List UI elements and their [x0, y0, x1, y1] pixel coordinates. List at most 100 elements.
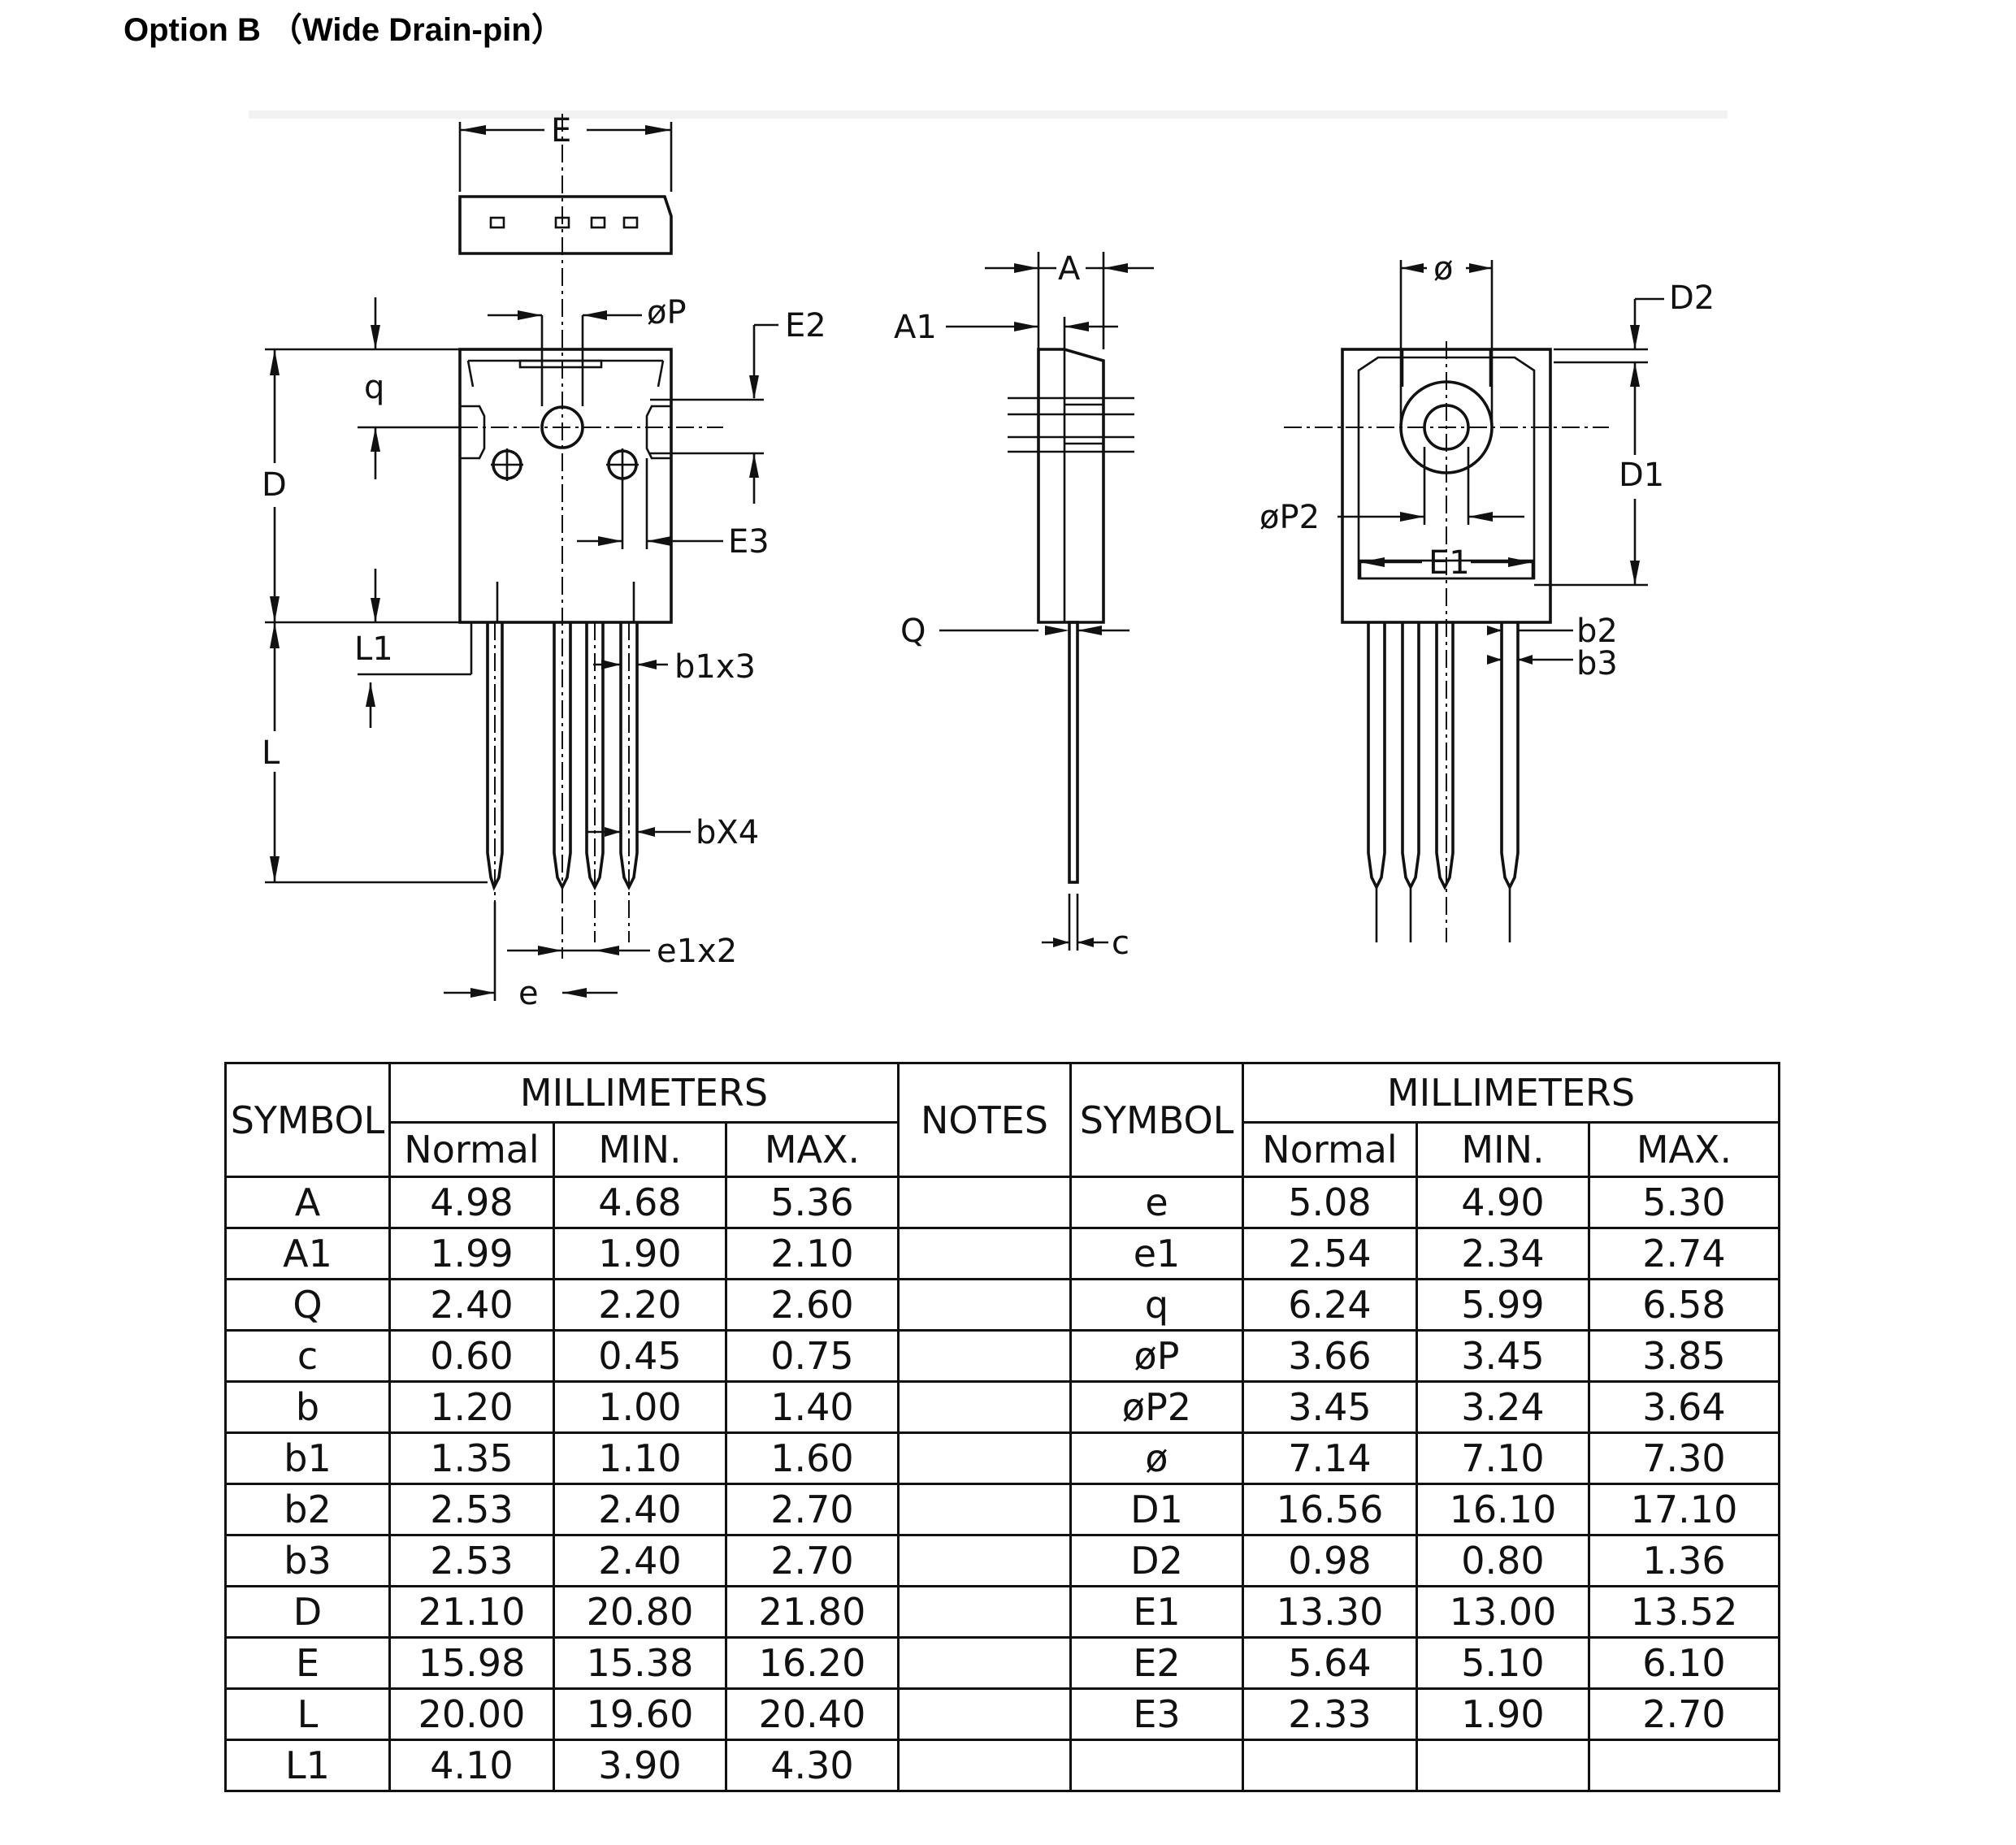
lead-2 — [553, 622, 572, 891]
notes-header: NOTES — [897, 1062, 1072, 1178]
right-max-cell: 6.10 — [1588, 1636, 1780, 1690]
right-symbol-cell: e1 — [1069, 1227, 1244, 1280]
symbol-header-left: SYMBOL — [224, 1062, 391, 1178]
left-max-cell: 0.75 — [725, 1329, 900, 1383]
right-normal-cell: 2.54 — [1242, 1227, 1418, 1280]
left-symbol-cell: Q — [224, 1278, 391, 1332]
right-max-cell: 6.58 — [1588, 1278, 1780, 1332]
right-min-cell: 0.80 — [1416, 1534, 1590, 1587]
label-L: L — [262, 734, 280, 772]
right-symbol-cell: q — [1069, 1278, 1244, 1332]
left-normal-cell: 21.10 — [388, 1585, 555, 1639]
label-e1x2: e1x2 — [657, 933, 737, 970]
label-phiP2: øP2 — [1259, 499, 1320, 536]
left-min-cell: 19.60 — [553, 1687, 727, 1741]
label-A1: A1 — [894, 309, 937, 346]
page-title: Option B （Wide Drain-pin） — [124, 12, 564, 48]
left-normal-cell: 15.98 — [388, 1636, 555, 1690]
left-min-cell: 2.20 — [553, 1278, 727, 1332]
notes-cell — [897, 1636, 1072, 1690]
millimeters-header-left: MILLIMETERS — [388, 1062, 900, 1124]
package-outline-drawing: E øP E2 A1 A ø D2 q D D1 øP2 E3 E1 L1 Q … — [249, 110, 1728, 1012]
label-b1x3: b1x3 — [674, 648, 756, 686]
right-max-cell: 3.85 — [1588, 1329, 1780, 1383]
right-max-cell: 17.10 — [1588, 1483, 1780, 1536]
right-symbol-cell: E3 — [1069, 1687, 1244, 1741]
front-body — [458, 348, 673, 624]
notes-cell — [897, 1585, 1072, 1639]
label-e: e — [518, 975, 539, 1012]
right-max-cell: 2.74 — [1588, 1227, 1780, 1280]
right-min-cell: 16.10 — [1416, 1483, 1590, 1536]
right-max-cell: 13.52 — [1588, 1585, 1780, 1639]
left-max-cell: 2.70 — [725, 1534, 900, 1587]
label-D1: D1 — [1619, 457, 1664, 494]
right-min-cell: 3.24 — [1416, 1380, 1590, 1434]
left-symbol-cell: b1 — [224, 1431, 391, 1485]
left-normal-cell: 4.10 — [388, 1739, 555, 1792]
left-normal-cell: 0.60 — [388, 1329, 555, 1383]
left-max-cell: 2.10 — [725, 1227, 900, 1280]
left-max-cell: 4.30 — [725, 1739, 900, 1792]
left-max-cell: 5.36 — [725, 1176, 900, 1229]
max-header-right: MAX. — [1588, 1121, 1780, 1178]
notes-cell — [897, 1278, 1072, 1332]
label-c: c — [1112, 925, 1129, 962]
right-normal-cell: 5.64 — [1242, 1636, 1418, 1690]
notes-cell — [897, 1483, 1072, 1536]
normal-header-left: Normal — [388, 1121, 555, 1178]
left-min-cell: 1.90 — [553, 1227, 727, 1280]
left-min-cell: 4.68 — [553, 1176, 727, 1229]
left-symbol-cell: b3 — [224, 1534, 391, 1587]
label-phiP: øP — [647, 294, 687, 331]
right-min-cell — [1416, 1739, 1590, 1792]
right-normal-cell: 3.45 — [1242, 1380, 1418, 1434]
left-symbol-cell: c — [224, 1329, 391, 1383]
notes-cell — [897, 1534, 1072, 1587]
right-max-cell: 7.30 — [1588, 1431, 1780, 1485]
side-body — [1037, 348, 1105, 624]
label-E3: E3 — [728, 523, 770, 561]
notes-cell — [897, 1329, 1072, 1383]
right-normal-cell: 2.33 — [1242, 1687, 1418, 1741]
label-D: D — [262, 466, 287, 504]
right-normal-cell: 0.98 — [1242, 1534, 1418, 1587]
left-max-cell: 2.70 — [725, 1483, 900, 1536]
left-min-cell: 1.10 — [553, 1431, 727, 1485]
left-max-cell: 21.80 — [725, 1585, 900, 1639]
right-normal-cell: 13.30 — [1242, 1585, 1418, 1639]
right-symbol-cell — [1069, 1739, 1244, 1792]
right-symbol-cell: e — [1069, 1176, 1244, 1229]
label-q: q — [364, 369, 384, 406]
right-normal-cell: 7.14 — [1242, 1431, 1418, 1485]
notes-cell — [897, 1739, 1072, 1792]
right-min-cell: 1.90 — [1416, 1687, 1590, 1741]
left-normal-cell: 4.98 — [388, 1176, 555, 1229]
label-b2: b2 — [1576, 613, 1618, 650]
right-symbol-cell: E2 — [1069, 1636, 1244, 1690]
right-normal-cell: 5.08 — [1242, 1176, 1418, 1229]
side-lead — [1068, 621, 1079, 884]
right-symbol-cell: øP — [1069, 1329, 1244, 1383]
label-A: A — [1058, 250, 1081, 288]
right-max-cell: 3.64 — [1588, 1380, 1780, 1434]
notes-cell — [897, 1176, 1072, 1229]
label-E2: E2 — [785, 307, 826, 344]
left-symbol-cell: L1 — [224, 1739, 391, 1792]
left-min-cell: 2.40 — [553, 1483, 727, 1536]
right-normal-cell: 16.56 — [1242, 1483, 1418, 1536]
left-max-cell: 16.20 — [725, 1636, 900, 1690]
right-min-cell: 7.10 — [1416, 1431, 1590, 1485]
left-min-cell: 20.80 — [553, 1585, 727, 1639]
max-header-left: MAX. — [725, 1121, 900, 1178]
right-min-cell: 2.34 — [1416, 1227, 1590, 1280]
right-symbol-cell: ø — [1069, 1431, 1244, 1485]
label-L1: L1 — [354, 630, 393, 668]
